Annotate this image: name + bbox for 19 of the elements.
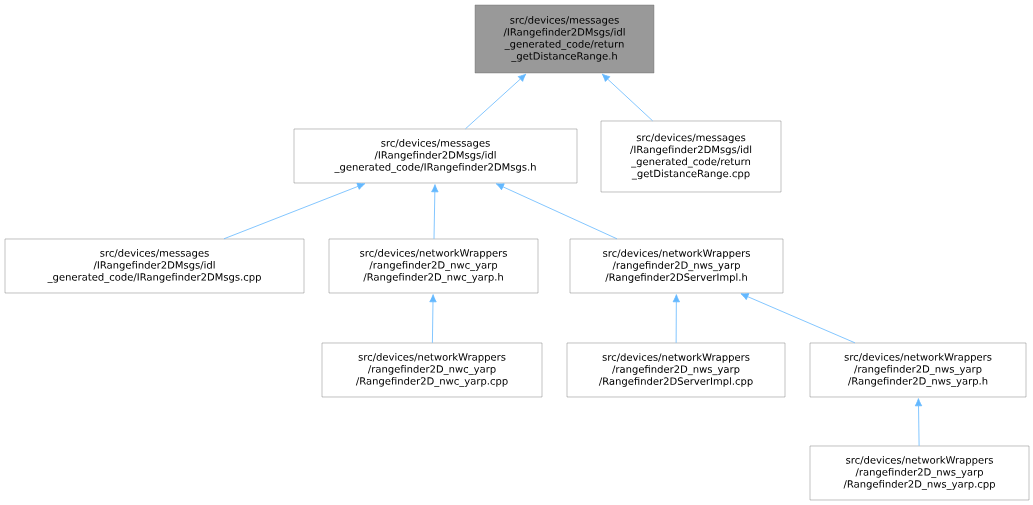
file-box: src/devices/messages /IRangefinder2DMsgs/idl _generated_code/IRangefinder2DMsgs.cpp (4, 238, 305, 294)
file-box: src/devices/networkWrappers /rangefinder2D_nws_yarp /Rangefinder2D_nws_yarp.cpp (809, 445, 1030, 501)
arrow (601, 73, 653, 122)
arrow (431, 184, 439, 240)
file-box: src/devices/networkWrappers /rangefinder2D_nwc_yarp /Rangefinder2D_nwc_yarp.cpp (321, 342, 543, 398)
file-box: src/devices/networkWrappers /rangefinder2D_nws_yarp /Rangefinder2D_nws_yarp.h (809, 342, 1027, 398)
arrow (465, 73, 527, 130)
arrow (495, 183, 618, 240)
file-box: src/devices/messages /IRangefinder2DMsgs/idl _generated_code/return _getDistanceRange.cpp (600, 120, 782, 193)
file-box: src/devices/networkWrappers /rangefinder2D_nws_yarp /Rangefinder2DServerImpl.cpp (566, 342, 786, 398)
file-box: src/devices/messages /IRangefinder2DMsgs/idl _generated_code/return _getDistanceRange.h (474, 4, 655, 74)
arrow (672, 294, 680, 344)
arrow (914, 398, 923, 447)
arrow (223, 182, 366, 240)
file-box: src/devices/networkWrappers /rangefinder2D_nwc_yarp /Rangefinder2D_nwc_yarp.h (328, 238, 539, 294)
arrow (740, 293, 856, 344)
arrow (429, 294, 437, 344)
file-box: src/devices/networkWrappers /rangefinder2D_nws_yarp /Rangefinder2DServerImpl.h (569, 238, 784, 294)
file-box: src/devices/messages /IRangefinder2DMsgs/idl _generated_code/IRangefinder2DMsgs.h (293, 128, 578, 184)
